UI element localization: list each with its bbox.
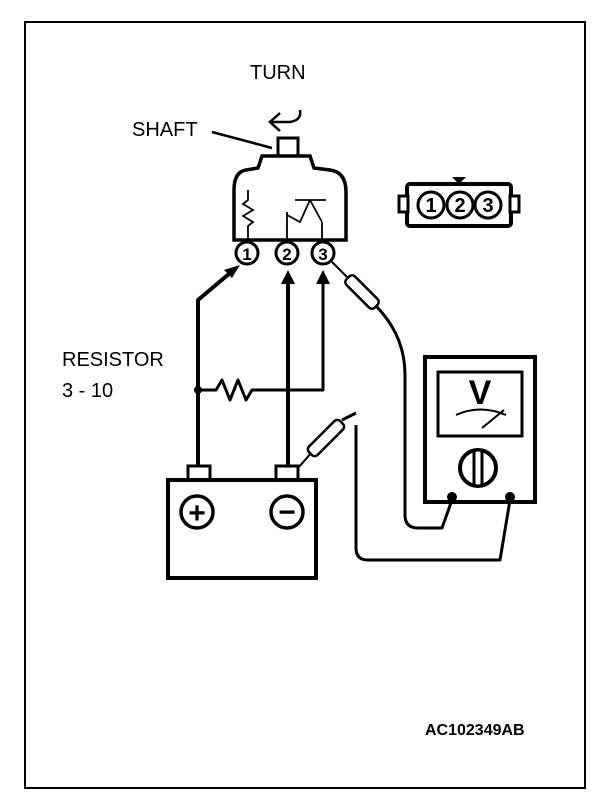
terminal-2-label: 2 xyxy=(282,245,291,264)
connector-pin-1: 1 xyxy=(425,195,436,217)
diagram-border xyxy=(24,21,586,789)
arrow-t2 xyxy=(281,270,295,284)
voltmeter-scale-arc xyxy=(455,408,507,416)
battery-positive-symbol: + xyxy=(188,497,206,530)
connector: 1 2 3 xyxy=(397,177,521,228)
shaft-label: SHAFT xyxy=(132,119,198,141)
terminal-arrows xyxy=(224,265,330,284)
voltmeter-jack-right xyxy=(505,492,515,502)
resistor-junction xyxy=(194,386,202,394)
terminal-2: 2 xyxy=(274,240,300,266)
voltmeter-display xyxy=(436,370,524,438)
internal-resistor xyxy=(241,190,255,240)
connector-latch xyxy=(452,177,466,184)
terminal-3-label: 3 xyxy=(318,245,327,264)
internal-switch xyxy=(286,199,326,240)
wires xyxy=(196,266,512,562)
terminal-3: 3 xyxy=(310,240,336,266)
voltmeter-jack-left xyxy=(447,492,457,502)
terminal-1-label: 1 xyxy=(242,245,251,264)
turn-label: TURN xyxy=(250,62,306,84)
terminal-1: 1 xyxy=(234,240,260,266)
figure-id-label: AC102349AB xyxy=(425,722,525,739)
wire-positive-to-t1 xyxy=(196,266,238,468)
wire-resistor-branch xyxy=(198,282,325,402)
probe-terminal-3 xyxy=(331,261,380,310)
probe-battery-negative xyxy=(297,411,357,469)
voltmeter-needle xyxy=(481,409,505,429)
arrow-t1 xyxy=(224,265,240,278)
wire-negative-to-meter xyxy=(354,425,512,562)
battery: + − xyxy=(166,464,318,580)
resistor-value-label: 3 - 10 xyxy=(62,380,114,402)
connector-pin-2: 2 xyxy=(454,195,465,217)
sensor-shaft xyxy=(276,136,300,158)
sensor-body xyxy=(232,136,348,242)
resistor-label: RESISTOR xyxy=(62,349,164,371)
turn-arrow-icon xyxy=(268,109,302,132)
connector-pin-3: 3 xyxy=(482,195,493,217)
sensor-housing xyxy=(232,154,348,242)
battery-negative-symbol: − xyxy=(278,496,296,529)
shaft-leader-line xyxy=(211,130,273,150)
voltmeter: V xyxy=(423,355,537,504)
wire-probe-to-meter xyxy=(373,303,454,530)
arrow-t3 xyxy=(316,270,330,284)
voltmeter-scale-letter: V xyxy=(469,374,492,412)
